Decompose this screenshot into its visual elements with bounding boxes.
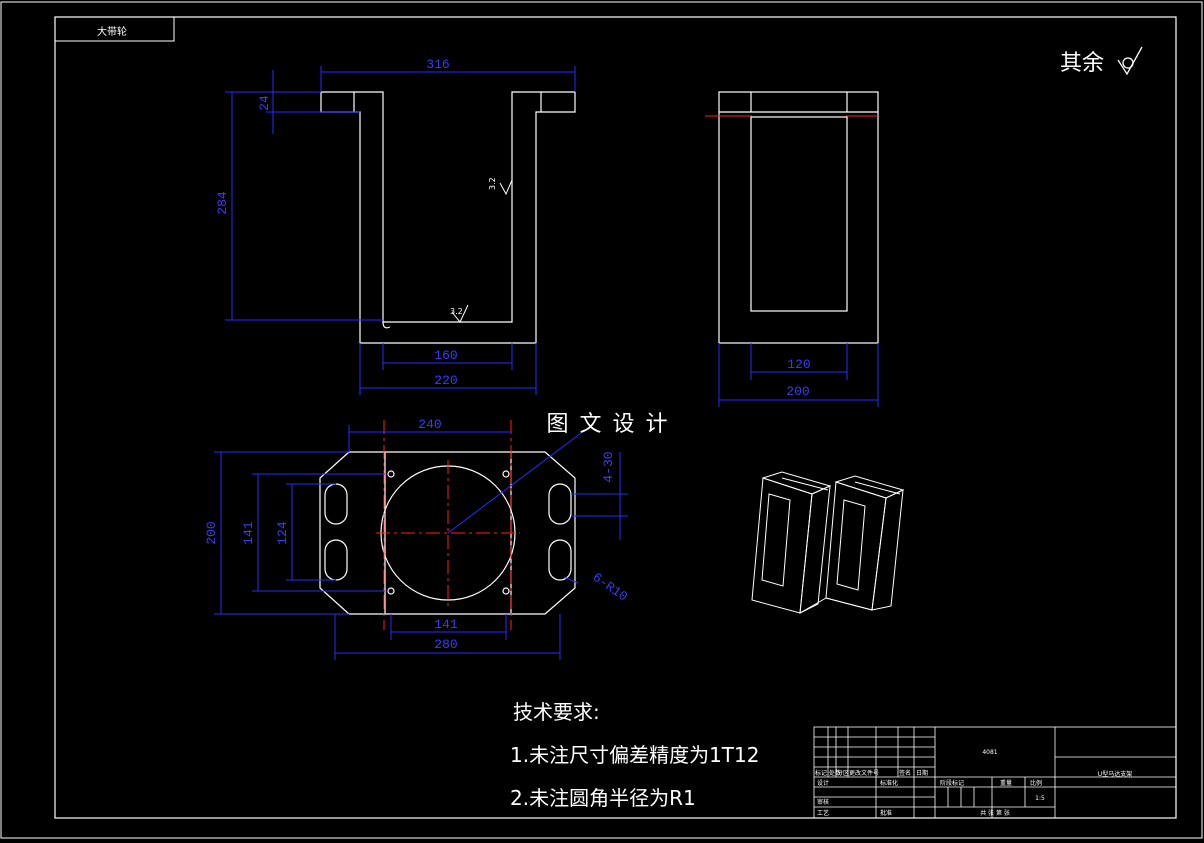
title-row-mark: 标记 <box>815 769 827 777</box>
dim-top-slot-span: 141 <box>241 521 256 545</box>
surface-mark-icon <box>451 179 513 323</box>
title-col-scale: 比例 <box>1030 779 1042 787</box>
top-center-lines <box>376 420 520 630</box>
dim-front-width-top: 316 <box>426 57 449 72</box>
title-row-date: 日期 <box>916 769 928 777</box>
title-drawing-no: 4081 <box>982 749 997 756</box>
dim-top-hole-span: 240 <box>418 417 441 432</box>
title-col-stage: 阶段标记 <box>940 779 964 787</box>
title-part-name: U型马达支架 <box>1098 770 1132 778</box>
dim-top-radius: 6-R10 <box>590 570 631 605</box>
tech-item-1: 1.未注尺寸偏差精度为1T12 <box>510 743 759 767</box>
title-check: 审核 <box>817 798 829 806</box>
tech-item-2: 2.未注圆角半径为R1 <box>510 786 696 810</box>
surface-mark-2: 3.2 <box>450 307 463 316</box>
title-scale: 1:5 <box>1035 795 1045 802</box>
dim-top-width: 280 <box>434 637 457 652</box>
dim-top-lower-span: 141 <box>434 617 458 632</box>
title-row-change: 更改文件号 <box>849 769 879 777</box>
title-sheet: 共 张 第 张 <box>980 809 1010 817</box>
title-row-count: 处数 <box>829 769 841 777</box>
dim-front-flange: 24 <box>257 95 272 111</box>
title-approve: 批准 <box>880 809 892 817</box>
isometric-view <box>751 471 905 614</box>
side-dims <box>718 343 879 407</box>
title-row-zone: 分区 <box>837 769 849 777</box>
title-design: 设计 <box>817 779 829 787</box>
dim-side-outer: 200 <box>786 384 809 399</box>
dim-top-slot-len: 124 <box>275 521 290 545</box>
dim-side-inner: 120 <box>787 357 810 372</box>
tech-heading: 技术要求: <box>513 700 600 724</box>
title-standard: 标准化 <box>880 779 898 787</box>
title-tab-box <box>54 16 175 42</box>
dim-top-height: 200 <box>204 521 219 544</box>
front-view <box>320 91 576 344</box>
dim-top-slot-width: 4-30 <box>601 451 616 482</box>
front-dims <box>225 66 576 395</box>
title-tab: 大带轮 <box>97 25 127 38</box>
roughness-note-label: 其余 <box>1060 51 1104 76</box>
side-view <box>718 91 879 344</box>
watermark: 图 文 设 计 <box>547 412 670 437</box>
dim-front-height: 284 <box>215 191 230 215</box>
title-block <box>813 726 1177 819</box>
dim-front-inner: 160 <box>434 348 457 363</box>
dim-front-outer: 220 <box>434 373 457 388</box>
title-col-weight: 重量 <box>1000 779 1012 787</box>
top-dims <box>214 425 628 660</box>
title-process: 工艺 <box>817 809 829 817</box>
roughness-symbol-icon <box>1117 46 1143 76</box>
title-row-sign: 签名 <box>899 769 911 777</box>
inner-border <box>54 16 1177 819</box>
surface-mark-1: 3.2 <box>488 177 497 190</box>
